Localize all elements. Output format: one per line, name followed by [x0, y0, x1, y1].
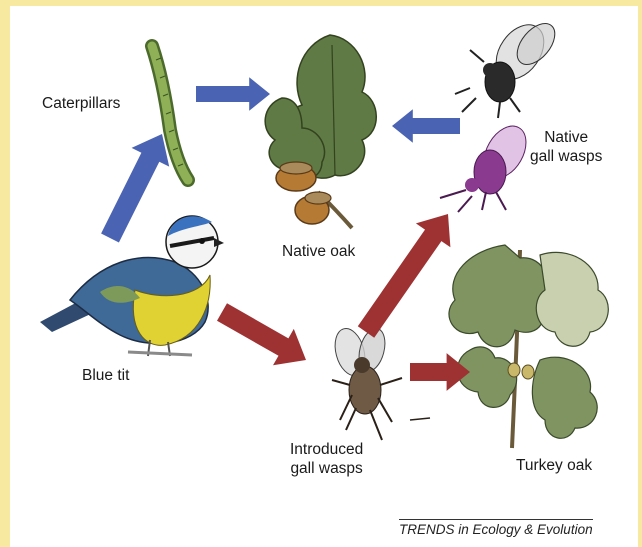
arrow-caterpillars-to-native-oak	[196, 77, 270, 111]
blue-tit-illustration	[40, 216, 224, 356]
turkey-oak-illustration	[449, 245, 608, 448]
introduced-gall-wasp-illustration	[330, 325, 430, 440]
introduced-gall-wasps-label-line2: gall wasps	[290, 460, 362, 477]
native-oak-illustration	[265, 35, 376, 228]
native-gall-wasps-label-line1: Native	[544, 129, 588, 146]
native-gall-wasp-dark-illustration	[455, 16, 562, 118]
introduced-gall-wasps-label-line1: Introduced	[290, 441, 363, 458]
journal-credit: TRENDS in Ecology & Evolution	[399, 519, 593, 537]
native-gall-wasps-label: Native gall wasps	[530, 128, 602, 166]
arrow-blue-tit-to-caterpillars	[101, 134, 169, 243]
native-gall-wasps-label-line2: gall wasps	[530, 148, 602, 165]
arrow-introduced-gall-wasps-to-native-gall-wasps	[358, 214, 451, 338]
arrow-native-gall-wasps-to-native-oak	[392, 109, 460, 143]
blue-tit-label: Blue tit	[82, 366, 129, 385]
introduced-gall-wasps-label: Introduced gall wasps	[290, 440, 363, 478]
native-oak-label: Native oak	[282, 242, 355, 261]
arrow-blue-tit-to-introduced-gall-wasps	[217, 303, 306, 365]
caterpillars-label: Caterpillars	[42, 94, 120, 113]
turkey-oak-label: Turkey oak	[516, 456, 592, 475]
